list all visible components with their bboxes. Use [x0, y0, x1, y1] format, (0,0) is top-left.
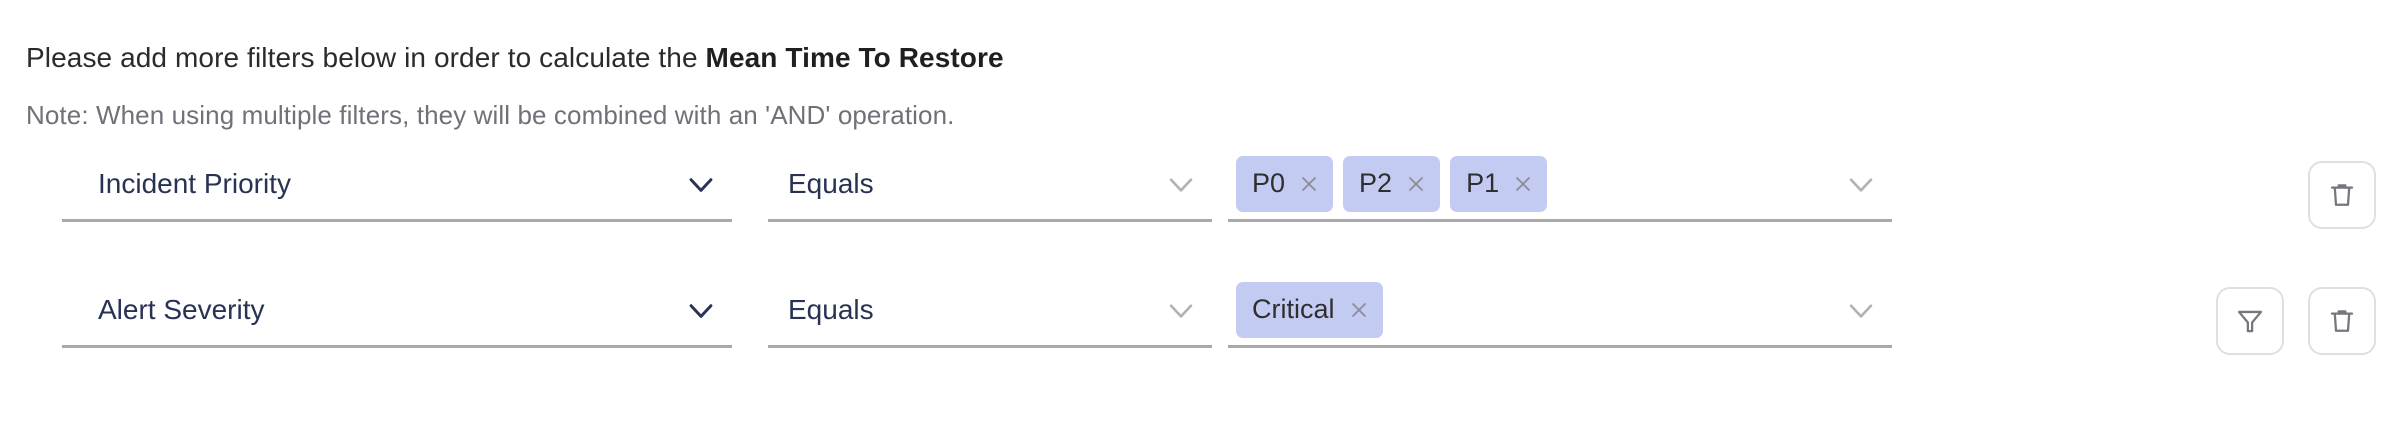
filter-value-multiselect[interactable]: Critical [1228, 274, 1892, 348]
value-chip[interactable]: P0 [1236, 155, 1334, 212]
value-chip[interactable]: P1 [1450, 155, 1548, 212]
chevron-down-icon[interactable] [1844, 167, 1878, 201]
selected-value-chips: P0 P2 P1 [1228, 155, 1548, 212]
filter-operator-value: Equals [788, 293, 874, 325]
value-chip-label: P0 [1252, 168, 1286, 198]
value-chip[interactable]: Critical [1236, 281, 1383, 338]
chevron-down-icon[interactable] [1844, 293, 1878, 327]
filter-value-multiselect[interactable]: P0 P2 P1 [1228, 148, 1892, 222]
chevron-down-icon[interactable] [1164, 293, 1198, 327]
filter-field-value: Incident Priority [98, 167, 291, 199]
chevron-down-icon[interactable] [684, 293, 718, 327]
value-chip[interactable]: P2 [1343, 155, 1441, 212]
selected-value-chips: Critical [1228, 281, 1383, 338]
value-chip-label: P2 [1359, 168, 1393, 198]
filter-row: Alert Severity Equals Critical [0, 274, 2408, 400]
close-icon[interactable] [1297, 172, 1321, 196]
add-filter-button[interactable] [2216, 287, 2284, 355]
value-chip-label: Critical [1252, 294, 1335, 324]
filter-operator-value: Equals [788, 167, 874, 199]
delete-filter-button[interactable] [2308, 287, 2376, 355]
row-actions [2216, 284, 2376, 358]
delete-filter-button[interactable] [2308, 161, 2376, 229]
page-title: Please add more filters below in order t… [26, 40, 1004, 76]
filter-field-value: Alert Severity [98, 293, 265, 325]
filter-field-select[interactable]: Alert Severity [62, 274, 732, 348]
filter-row: Incident Priority Equals P0 [0, 148, 2408, 274]
close-icon[interactable] [1347, 298, 1371, 322]
filter-operator-select[interactable]: Equals [768, 148, 1212, 222]
filter-row-list: Incident Priority Equals P0 [0, 148, 2408, 400]
metric-name: Mean Time To Restore [705, 42, 1004, 73]
close-icon[interactable] [1511, 172, 1535, 196]
filter-operator-select[interactable]: Equals [768, 274, 1212, 348]
row-actions [2308, 158, 2376, 232]
chevron-down-icon[interactable] [684, 167, 718, 201]
close-icon[interactable] [1404, 172, 1428, 196]
value-chip-label: P1 [1466, 168, 1500, 198]
instruction-text: Please add more filters below in order t… [26, 42, 706, 73]
chevron-down-icon[interactable] [1164, 167, 1198, 201]
note-text: Note: When using multiple filters, they … [26, 100, 955, 130]
filter-field-select[interactable]: Incident Priority [62, 148, 732, 222]
